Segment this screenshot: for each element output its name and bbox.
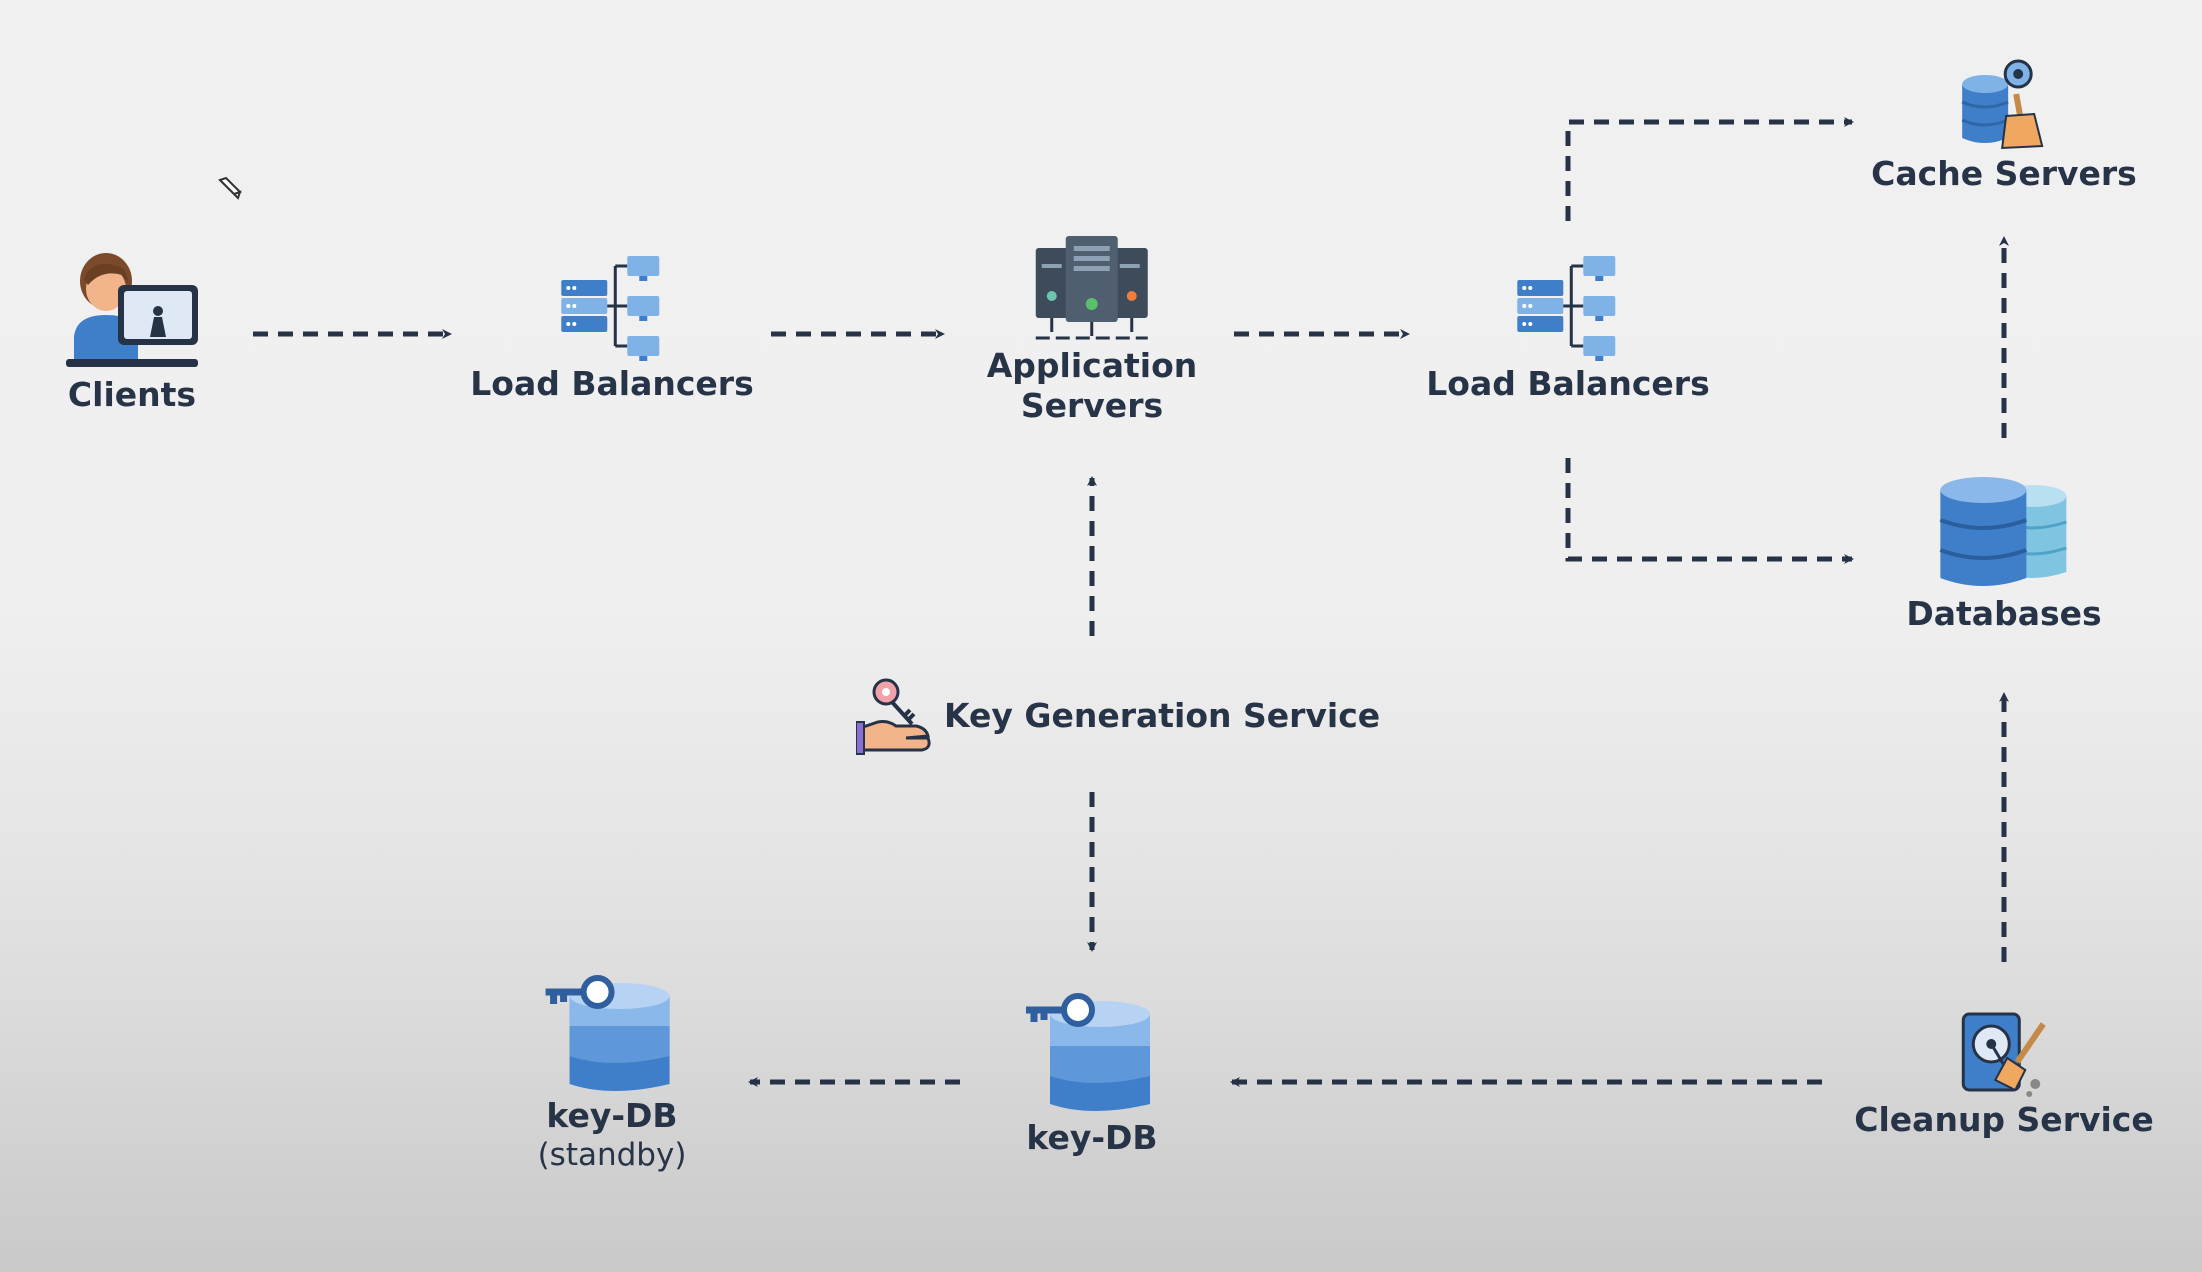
clients-label: Clients	[67, 375, 197, 414]
load-balancer-icon	[1517, 256, 1615, 361]
databases-node: Databases	[1906, 476, 2102, 634]
cache-servers-node: Cache Servers	[1871, 54, 2137, 194]
pen-cursor-icon	[216, 174, 248, 210]
edge-lb-to-cache	[1565, 117, 1854, 221]
disk-cleanup-icon	[1961, 1012, 2046, 1097]
key-db-standby-label: key-DB	[546, 1096, 678, 1135]
key-generation-service-label: Key Generation Service	[944, 696, 1381, 735]
load-balancers-right-label: Load Balancers	[1426, 364, 1710, 403]
user-computer-icon	[66, 253, 198, 367]
load-balancers-left-label: Load Balancers	[470, 364, 754, 403]
load-balancer-icon	[561, 256, 659, 361]
load-balancers-right-node: Load Balancers	[1426, 254, 1710, 404]
key-in-hand-icon	[856, 678, 931, 755]
key-db-standby-node: key-DB (standby)	[537, 972, 687, 1174]
key-db-label: key-DB	[1026, 1118, 1158, 1157]
cleanup-service-node: Cleanup Service	[1854, 1010, 2154, 1140]
database-icon	[1939, 477, 2067, 586]
databases-label: Databases	[1906, 594, 2102, 633]
load-balancers-left-node: Load Balancers	[470, 254, 754, 404]
key-db-node: key-DB	[1022, 990, 1162, 1158]
application-servers-label-line1: Application	[986, 346, 1198, 385]
cache-servers-label: Cache Servers	[1871, 154, 2137, 193]
cleanup-service-label: Cleanup Service	[1854, 1100, 2154, 1139]
edge-lb-to-databases	[1565, 458, 1854, 564]
key-database-icon	[1026, 993, 1150, 1111]
database-cleaning-icon	[1961, 59, 2044, 150]
key-db-standby-sublabel: (standby)	[537, 1137, 687, 1173]
key-database-icon	[546, 975, 670, 1091]
application-servers-label-line2: Servers	[1020, 386, 1164, 425]
key-generation-service-node: Key Generation Service	[856, 676, 1380, 756]
application-servers-node: Application Servers	[986, 234, 1198, 426]
clients-node: Clients	[62, 245, 202, 415]
server-rack-icon	[1036, 236, 1148, 340]
